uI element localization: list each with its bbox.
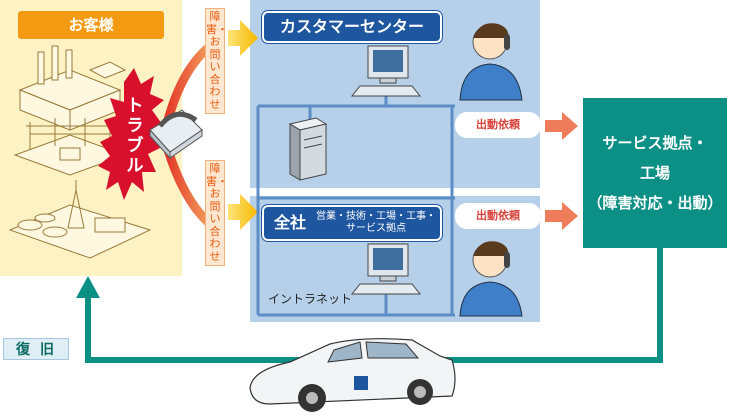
desktop-computer-icon — [350, 45, 422, 97]
dispatch-request-bottom: 出動依頼 — [455, 203, 541, 229]
service-line-3: （障害対応・出動） — [587, 194, 723, 212]
headquarters-departments: 営業・技術・工場・工事・サービス拠点 — [316, 211, 436, 234]
trouble-burst — [98, 68, 164, 200]
dispatch-arrow-bottom — [545, 202, 578, 230]
service-car-icon — [249, 338, 456, 412]
inquiry-label-bottom: 障害・お問い合わせ — [205, 160, 228, 266]
operator-icon — [459, 23, 523, 101]
inquiry-arrow-top — [228, 20, 258, 56]
customer-title: お客様 — [18, 11, 164, 39]
telephone-icon — [149, 109, 203, 160]
desktop-computer-icon — [350, 243, 422, 295]
inquiry-label-top: 障害・お問い合わせ — [205, 8, 228, 114]
intranet-label: イントラネット — [268, 292, 353, 306]
recovery-label: 復旧 — [3, 338, 69, 360]
power-substation-icon — [13, 118, 127, 176]
server-icon — [288, 117, 328, 181]
inquiry-arrow-bottom — [228, 194, 258, 230]
dispatch-request-top: 出動依頼 — [455, 112, 541, 138]
recovery-arrow-head — [76, 276, 100, 298]
trouble-label: トラブル — [126, 96, 144, 176]
service-line-2: 工場 — [639, 164, 670, 182]
call-arrow-top — [163, 44, 211, 122]
service-base-box: サービス拠点・ 工場 （障害対応・出動） — [583, 98, 727, 248]
service-line-1: サービス拠点・ — [602, 134, 708, 152]
intranet-lines — [256, 96, 455, 317]
dispatch-arrow-top — [545, 112, 578, 140]
headquarters-name: 全社 — [274, 213, 307, 232]
call-arrow-bottom — [163, 148, 212, 226]
headquarters-title: 全社 営業・技術・工場・工事・サービス拠点 — [262, 205, 442, 241]
factory-icon — [18, 45, 127, 131]
operator-icon — [459, 241, 523, 317]
oil-refinery-icon — [8, 180, 152, 259]
call-center-title: カスタマーセンター — [262, 11, 442, 43]
